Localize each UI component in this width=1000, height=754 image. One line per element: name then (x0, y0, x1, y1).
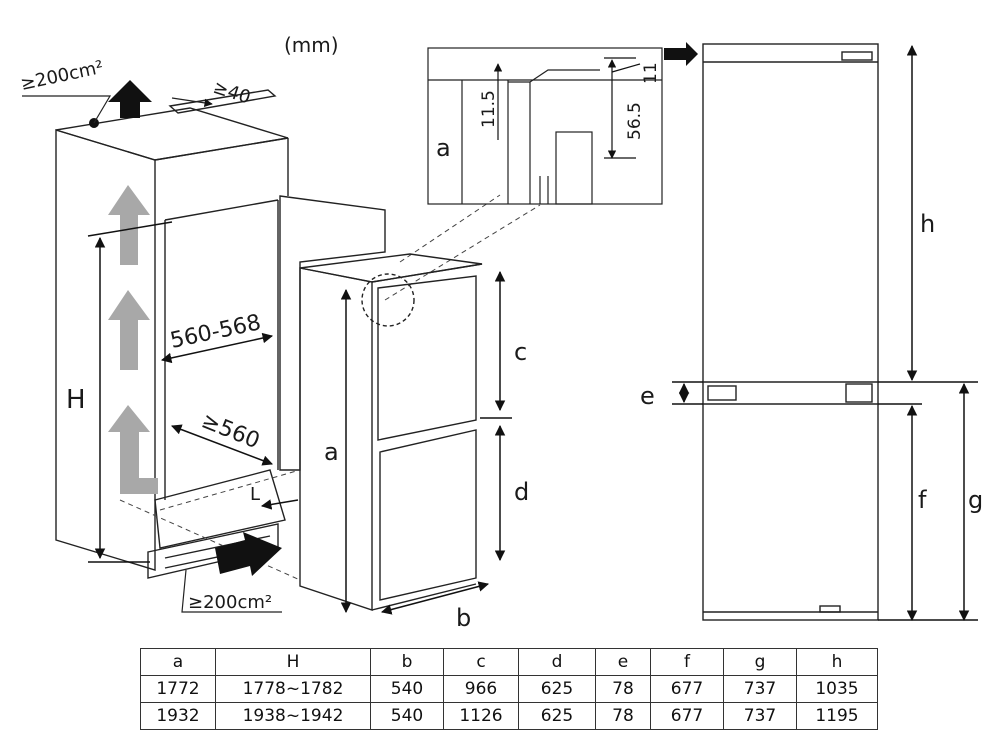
header-cell: h (796, 648, 878, 676)
detail-pointer-arrow (664, 42, 698, 66)
appliance-dimensions (340, 270, 512, 615)
dashed-guides (119, 194, 541, 581)
appliance-label-a: a (324, 438, 339, 466)
table-cell: 78 (595, 702, 651, 730)
header-cell: a (140, 648, 216, 676)
niche-height-label: H (66, 385, 86, 415)
table-cell: 1772 (140, 675, 216, 703)
table-cell: 1938~1942 (215, 702, 371, 730)
niche-width-label: 560-568 (168, 310, 263, 354)
front-label-g: g (968, 486, 983, 514)
dimensions-table: a H b c d e f g h 1772 1778~1782 540 966… (140, 648, 878, 730)
header-cell: g (723, 648, 797, 676)
table-cell: 1035 (796, 675, 878, 703)
table-cell: 966 (443, 675, 519, 703)
header-cell: H (215, 648, 371, 676)
table-cell: 625 (518, 702, 596, 730)
table-cell: 1932 (140, 702, 216, 730)
appliance-label-c: c (514, 338, 527, 366)
table-cell: 737 (723, 702, 797, 730)
table-header-row: a H b c d e f g h (140, 648, 878, 676)
front-dimensions (672, 44, 978, 622)
exhaust-arrow (108, 80, 152, 118)
appliance-3d (299, 253, 483, 611)
niche-depth-label: ≥560 (198, 408, 263, 454)
unit-label: (mm) (284, 33, 339, 57)
front-label-h: h (920, 210, 935, 238)
detail-dim-2: 56.5 (625, 102, 645, 140)
appliance-label-d: d (514, 478, 529, 506)
airflow-arrows (108, 185, 158, 494)
table-row: 1772 1778~1782 540 966 625 78 677 737 10… (140, 675, 878, 703)
table-cell: 1778~1782 (215, 675, 371, 703)
detail-dim-1: 11.5 (479, 90, 499, 128)
vent-bottom-area-label: ≥200cm² (188, 592, 272, 613)
detail-dimensions (493, 57, 641, 159)
front-view (702, 43, 879, 621)
table-cell: 677 (650, 675, 724, 703)
detail-label-a: a (436, 134, 451, 162)
header-cell: d (518, 648, 596, 676)
header-cell: c (443, 648, 519, 676)
header-cell: e (595, 648, 651, 676)
table-cell: 540 (370, 702, 444, 730)
table-cell: 737 (723, 675, 797, 703)
detail-dim-3: 11 (641, 62, 661, 84)
table-cell: 1195 (796, 702, 878, 730)
niche-dimensions (87, 221, 299, 563)
vent-top-area-label: ≥200cm² (19, 57, 106, 95)
front-label-f: f (918, 486, 927, 514)
table-cell: 540 (370, 675, 444, 703)
intake-arrow (215, 532, 282, 576)
header-cell: b (370, 648, 444, 676)
table-cell: 1126 (443, 702, 519, 730)
appliance-label-b: b (456, 604, 471, 632)
front-label-e: e (640, 382, 655, 410)
plinth-label: L (250, 484, 260, 505)
table-cell: 78 (595, 675, 651, 703)
table-cell: 677 (650, 702, 724, 730)
table-row: 1932 1938~1942 540 1126 625 78 677 737 1… (140, 702, 878, 730)
table-cell: 625 (518, 675, 596, 703)
detail-inset (427, 47, 663, 205)
header-cell: f (650, 648, 724, 676)
